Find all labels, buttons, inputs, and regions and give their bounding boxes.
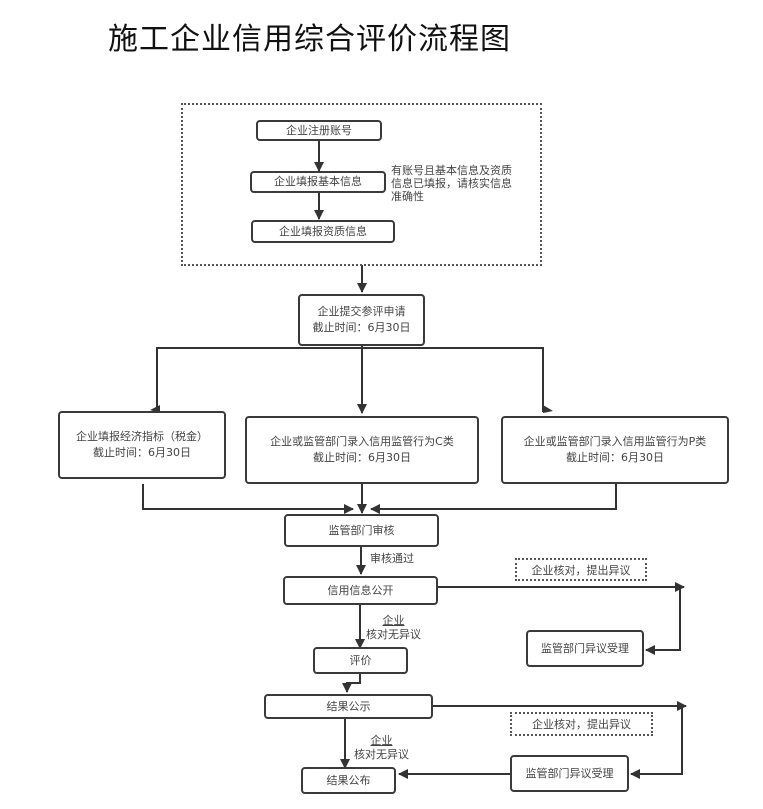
node-evaluate-label: 评价 xyxy=(349,653,372,667)
note-objection-2: 企业核对，提出异议 xyxy=(510,712,653,736)
edge-submit-branch xyxy=(156,347,544,412)
node-objection-handling-2-label: 监管部门异议受理 xyxy=(525,766,614,780)
note-objection-1: 企业核对，提出异议 xyxy=(515,558,647,581)
edge-label-no-objection-2: 企业 核对无异议 xyxy=(354,734,409,762)
registration-group-box xyxy=(181,103,542,266)
edge-p-review xyxy=(370,484,617,514)
node-register-label: 企业注册账号 xyxy=(286,123,352,137)
edge-label-line: 核对无异议 xyxy=(366,628,421,641)
note-line: 有账号且基本信息及资质 xyxy=(391,164,512,177)
node-objection-handling-2[interactable]: 监管部门异议受理 xyxy=(510,755,629,792)
note-line: 准确性 xyxy=(391,190,424,203)
node-economic-deadline: 截止时间：6月30日 xyxy=(93,446,191,459)
edge-label-no-objection-1: 企业 核对无异议 xyxy=(366,614,421,642)
node-submit[interactable]: 企业提交参评申请 截止时间：6月30日 xyxy=(298,294,425,346)
edge-label-line: 企业 xyxy=(370,734,393,747)
edge-label-line: 企业 xyxy=(382,614,405,627)
node-submit-deadline: 截止时间：6月30日 xyxy=(312,321,411,334)
edge-label-review-passed: 审核通过 xyxy=(370,552,414,565)
node-result-publish-label: 结果公布 xyxy=(326,773,371,787)
node-economic[interactable]: 企业填报经济指标（税金） 截止时间：6月30日 xyxy=(58,411,226,479)
node-register[interactable]: 企业注册账号 xyxy=(256,120,382,141)
note-objection-2-text: 企业核对，提出异议 xyxy=(532,718,631,731)
node-review[interactable]: 监管部门审核 xyxy=(284,514,439,547)
node-objection-handling-1-label: 监管部门异议受理 xyxy=(541,641,629,655)
node-behavior-c[interactable]: 企业或监管部门录入信用监管行为C类 截止时间：6月30日 xyxy=(245,416,479,484)
node-publish-info[interactable]: 信用信息公开 xyxy=(283,576,438,605)
edge-economic-review xyxy=(142,484,354,514)
node-result-notice[interactable]: 结果公示 xyxy=(264,694,433,719)
edge-evaluate-notice xyxy=(342,673,361,693)
note-line: 信息已填报，请核实信息 xyxy=(391,177,512,190)
node-qualification[interactable]: 企业填报资质信息 xyxy=(251,220,395,243)
node-behavior-p[interactable]: 企业或监管部门录入信用监管行为P类 截止时间：6月30日 xyxy=(501,416,729,484)
arrow-p xyxy=(543,405,553,413)
node-behavior-c-label: 企业或监管部门录入信用监管行为C类 xyxy=(270,435,454,448)
node-behavior-c-deadline: 截止时间：6月30日 xyxy=(313,451,411,464)
node-objection-handling-1[interactable]: 监管部门异议受理 xyxy=(526,630,644,667)
node-review-label: 监管部门审核 xyxy=(328,523,395,537)
node-publish-info-label: 信用信息公开 xyxy=(327,583,394,597)
node-basic-info-label: 企业填报基本信息 xyxy=(274,175,362,188)
node-result-notice-label: 结果公示 xyxy=(326,699,371,713)
edge-objection-handling-2 xyxy=(630,706,683,779)
node-behavior-p-deadline: 截止时间：6月30日 xyxy=(566,451,664,464)
node-behavior-p-label: 企业或监管部门录入信用监管行为P类 xyxy=(523,435,707,448)
node-economic-label: 企业填报经济指标（税金） xyxy=(76,430,208,443)
node-evaluate[interactable]: 评价 xyxy=(313,647,408,674)
node-basic-info[interactable]: 企业填报基本信息 xyxy=(250,171,386,193)
edge-objection-handling-1 xyxy=(645,587,681,655)
node-submit-label: 企业提交参评申请 xyxy=(317,305,406,318)
diagram-title: 施工企业信用综合评价流程图 xyxy=(108,22,511,57)
note-existing-account: 有账号且基本信息及资质 信息已填报，请核实信息 准确性 xyxy=(391,164,512,203)
node-qualification-label: 企业填报资质信息 xyxy=(279,224,367,238)
edge-label-line: 核对无异议 xyxy=(354,748,409,761)
node-result-publish[interactable]: 结果公布 xyxy=(301,767,396,794)
note-objection-1-text: 企业核对，提出异议 xyxy=(531,563,631,577)
